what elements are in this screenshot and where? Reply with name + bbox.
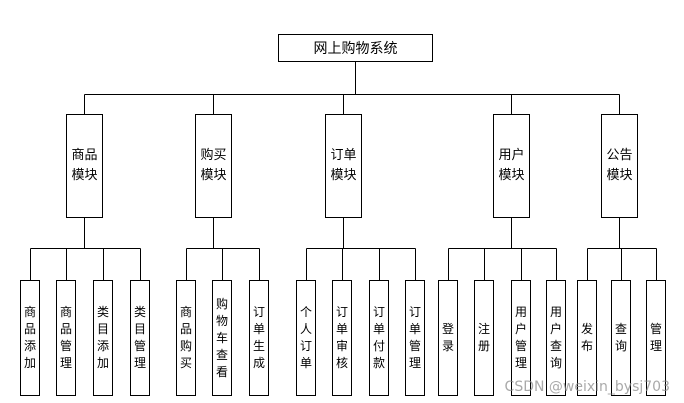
leaf-publish-label: 发布 [580,322,593,353]
module-order: 订单模块 [325,114,362,218]
module-user-label: 用户模块 [498,148,525,183]
leaf-user-query-label: 用户查询 [549,305,562,370]
leaf-publish: 发布 [577,280,597,396]
leaf-goods-buy-label: 商品购买 [179,305,192,370]
module-purchase: 购买模块 [195,114,232,218]
leaf-user-query: 用户查询 [546,280,566,396]
leaf-order-generate: 订单生成 [249,280,269,396]
leaf-order-generate-label: 订单生成 [252,305,265,370]
module-user: 用户模块 [493,114,530,218]
leaf-order-payment: 订单付款 [369,280,389,396]
leaf-personal-order-label: 个人订单 [299,305,312,370]
leaf-category-add: 类目添加 [93,280,113,396]
leaf-category-manage: 类目管理 [130,280,150,396]
root-label: 网上购物系统 [313,41,398,57]
module-purchase-label: 购买模块 [200,148,227,183]
leaf-order-review-label: 订单审核 [335,305,348,370]
leaf-login: 登录 [438,280,458,396]
leaf-order-review: 订单审核 [332,280,352,396]
leaf-login-label: 登录 [441,322,454,353]
leaf-goods-manage: 商品管理 [56,280,76,396]
leaf-manage-label: 管理 [649,322,662,353]
leaf-query: 查询 [611,280,631,396]
leaf-goods-manage-label: 商品管理 [59,305,72,370]
leaf-goods-add-label: 商品添加 [23,305,36,370]
leaf-user-manage-label: 用户管理 [514,305,527,370]
leaf-goods-add: 商品添加 [20,280,40,396]
leaf-category-manage-label: 类目管理 [133,305,146,370]
leaf-personal-order: 个人订单 [296,280,316,396]
leaf-order-payment-label: 订单付款 [372,305,385,370]
leaf-manage: 管理 [646,280,666,396]
leaf-category-add-label: 类目添加 [96,305,109,370]
root-node: 网上购物系统 [278,34,433,62]
leaf-order-manage-label: 订单管理 [408,305,421,370]
leaf-cart-view-label: 购物车查看 [215,296,228,379]
leaf-goods-buy: 商品购买 [176,280,196,396]
watermark: CSDN @weixin_bysj703 [504,379,670,395]
module-notice-label: 公告模块 [606,148,633,183]
leaf-cart-view: 购物车查看 [212,280,232,396]
leaf-register-label: 注册 [477,322,490,353]
module-order-label: 订单模块 [330,148,357,183]
module-goods-label: 商品模块 [71,148,98,183]
leaf-user-manage: 用户管理 [511,280,531,396]
leaf-order-manage: 订单管理 [405,280,425,396]
leaf-query-label: 查询 [614,322,627,353]
leaf-register: 注册 [474,280,494,396]
module-goods: 商品模块 [66,114,103,218]
module-notice: 公告模块 [601,114,638,218]
